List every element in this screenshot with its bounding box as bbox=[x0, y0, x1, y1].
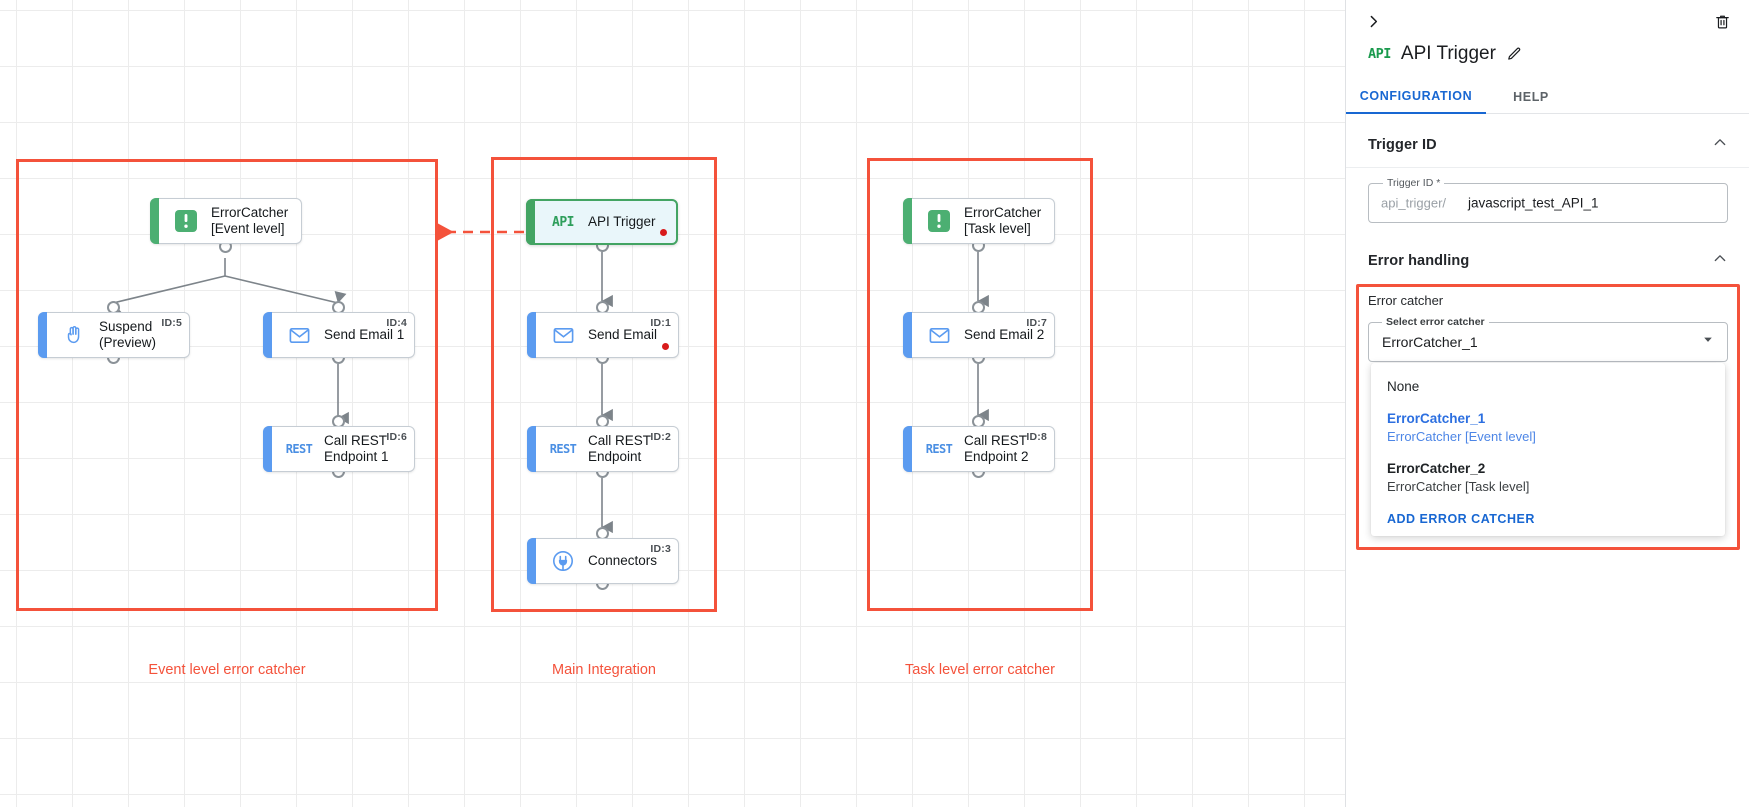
trash-icon[interactable] bbox=[1709, 8, 1735, 34]
node-errorcatcher-event-level[interactable]: ErrorCatcher [Event level] bbox=[150, 198, 302, 244]
node-id-badge: ID:6 bbox=[386, 431, 407, 443]
node-accent-bar bbox=[903, 426, 912, 472]
panel-header bbox=[1346, 0, 1749, 42]
node-api-trigger[interactable]: API API Trigger bbox=[526, 199, 678, 245]
node-status-dot bbox=[660, 229, 667, 236]
rest-icon: REST bbox=[285, 442, 313, 456]
group-frame-main-integration bbox=[491, 157, 717, 612]
option-primary-label: ErrorCatcher_2 bbox=[1387, 460, 1486, 476]
node-errorcatcher-task-level[interactable]: ErrorCatcher [Task level] bbox=[903, 198, 1055, 244]
node-accent-bar bbox=[903, 198, 912, 244]
node-send-email-1[interactable]: Send Email 1 ID:4 bbox=[263, 312, 415, 358]
alert-icon bbox=[926, 208, 952, 234]
connector-plug-icon bbox=[550, 548, 576, 574]
trigger-id-legend: Trigger ID * bbox=[1383, 177, 1445, 189]
alert-icon bbox=[173, 208, 199, 234]
option-secondary-label: ErrorCatcher [Task level] bbox=[1387, 479, 1530, 495]
section-error-handling[interactable]: Error handling bbox=[1346, 238, 1749, 284]
node-label: Call REST Endpoint 1 bbox=[324, 433, 389, 464]
properties-panel: API API Trigger CONFIGURATION HELP Trigg… bbox=[1345, 0, 1749, 807]
node-label: Call REST Endpoint bbox=[588, 433, 652, 464]
envelope-icon bbox=[286, 322, 312, 348]
select-error-catcher-value: ErrorCatcher_1 bbox=[1382, 334, 1478, 350]
node-id-badge: ID:5 bbox=[161, 317, 182, 329]
trigger-id-input[interactable]: javascript_test_API_1 bbox=[1468, 195, 1599, 211]
api-icon: API bbox=[552, 214, 574, 230]
panel-title-row: API API Trigger bbox=[1368, 43, 1522, 65]
pencil-icon[interactable] bbox=[1506, 46, 1522, 62]
node-call-rest-endpoint-1[interactable]: REST Call REST Endpoint 1 ID:6 bbox=[263, 426, 415, 472]
node-id-badge: ID:2 bbox=[650, 431, 671, 443]
node-accent-bar bbox=[527, 426, 536, 472]
option-primary-label: ErrorCatcher_1 bbox=[1387, 411, 1486, 427]
section-title: Error handling bbox=[1368, 253, 1470, 269]
node-label: ErrorCatcher [Task level] bbox=[964, 205, 1042, 236]
error-catcher-dropdown-menu[interactable]: None ErrorCatcher_1 ErrorCatcher [Event … bbox=[1371, 363, 1725, 536]
hand-icon bbox=[61, 322, 87, 348]
add-error-catcher-button[interactable]: ADD ERROR CATCHER bbox=[1387, 511, 1535, 526]
node-label: Send Email 2 bbox=[964, 327, 1045, 343]
node-label: Call REST Endpoint 2 bbox=[964, 433, 1029, 464]
node-accent-bar bbox=[526, 199, 535, 245]
node-label: Send Email 1 bbox=[324, 327, 405, 343]
group-frame-task-level bbox=[867, 158, 1093, 611]
rest-icon: REST bbox=[549, 442, 577, 456]
chevron-up-icon[interactable] bbox=[1712, 251, 1728, 272]
node-label: Suspend (Preview) bbox=[99, 319, 157, 350]
group-label-task-level: Task level error catcher bbox=[905, 662, 1055, 678]
group-label-main-integration: Main Integration bbox=[552, 662, 656, 678]
chevron-right-icon[interactable] bbox=[1360, 8, 1386, 34]
node-accent-bar bbox=[38, 312, 47, 358]
node-accent-bar bbox=[263, 426, 272, 472]
chevron-down-icon[interactable] bbox=[1701, 333, 1715, 352]
page-title: API Trigger bbox=[1400, 43, 1496, 64]
dropdown-option-errorcatcher-2[interactable]: ErrorCatcher_2 ErrorCatcher [Task level] bbox=[1371, 453, 1725, 503]
envelope-icon bbox=[550, 322, 576, 348]
node-label: Send Email bbox=[588, 327, 658, 343]
error-catcher-caption: Error catcher bbox=[1368, 293, 1444, 308]
node-accent-bar bbox=[150, 198, 159, 244]
node-send-email[interactable]: Send Email ID:1 bbox=[527, 312, 679, 358]
node-label: API Trigger bbox=[588, 214, 656, 230]
panel-tabs: CONFIGURATION HELP bbox=[1346, 80, 1749, 114]
node-id-badge: ID:3 bbox=[650, 543, 671, 555]
node-id-badge: ID:1 bbox=[650, 317, 671, 329]
node-status-dot bbox=[662, 343, 669, 350]
option-primary-label: None bbox=[1387, 379, 1420, 394]
node-call-rest-endpoint-2[interactable]: REST Call REST Endpoint 2 ID:8 bbox=[903, 426, 1055, 472]
workflow-canvas[interactable]: Event level error catcher Main Integrati… bbox=[0, 0, 1345, 807]
node-accent-bar bbox=[903, 312, 912, 358]
section-title: Trigger ID bbox=[1368, 136, 1437, 153]
envelope-icon bbox=[926, 322, 952, 348]
node-accent-bar bbox=[527, 312, 536, 358]
node-accent-bar bbox=[527, 538, 536, 584]
rest-icon: REST bbox=[925, 442, 953, 456]
node-accent-bar bbox=[263, 312, 272, 358]
trigger-id-field[interactable]: Trigger ID * api_trigger/ javascript_tes… bbox=[1368, 177, 1728, 223]
section-trigger-id[interactable]: Trigger ID bbox=[1346, 122, 1749, 168]
group-frame-event-level bbox=[16, 159, 438, 611]
group-label-event-level: Event level error catcher bbox=[148, 662, 306, 678]
trigger-id-prefix: api_trigger/ bbox=[1381, 195, 1447, 211]
dropdown-option-errorcatcher-1[interactable]: ErrorCatcher_1 ErrorCatcher [Event level… bbox=[1371, 403, 1725, 453]
node-label: ErrorCatcher [Event level] bbox=[211, 205, 289, 236]
select-error-catcher-legend: Select error catcher bbox=[1382, 316, 1489, 328]
chevron-up-icon[interactable] bbox=[1712, 134, 1728, 155]
dropdown-option-none[interactable]: None bbox=[1371, 371, 1725, 403]
node-id-badge: ID:7 bbox=[1026, 317, 1047, 329]
node-call-rest-endpoint[interactable]: REST Call REST Endpoint ID:2 bbox=[527, 426, 679, 472]
node-send-email-2[interactable]: Send Email 2 ID:7 bbox=[903, 312, 1055, 358]
option-secondary-label: ErrorCatcher [Event level] bbox=[1387, 429, 1536, 445]
node-label: Connectors bbox=[588, 553, 658, 569]
api-icon: API bbox=[1368, 46, 1391, 62]
node-id-badge: ID:4 bbox=[386, 317, 407, 329]
tab-configuration[interactable]: CONFIGURATION bbox=[1346, 80, 1486, 114]
select-error-catcher-dropdown[interactable]: Select error catcher ErrorCatcher_1 bbox=[1368, 316, 1728, 362]
node-id-badge: ID:8 bbox=[1026, 431, 1047, 443]
node-connectors[interactable]: Connectors ID:3 bbox=[527, 538, 679, 584]
tab-help[interactable]: HELP bbox=[1513, 90, 1549, 104]
node-suspend-preview[interactable]: Suspend (Preview) ID:5 bbox=[38, 312, 190, 358]
